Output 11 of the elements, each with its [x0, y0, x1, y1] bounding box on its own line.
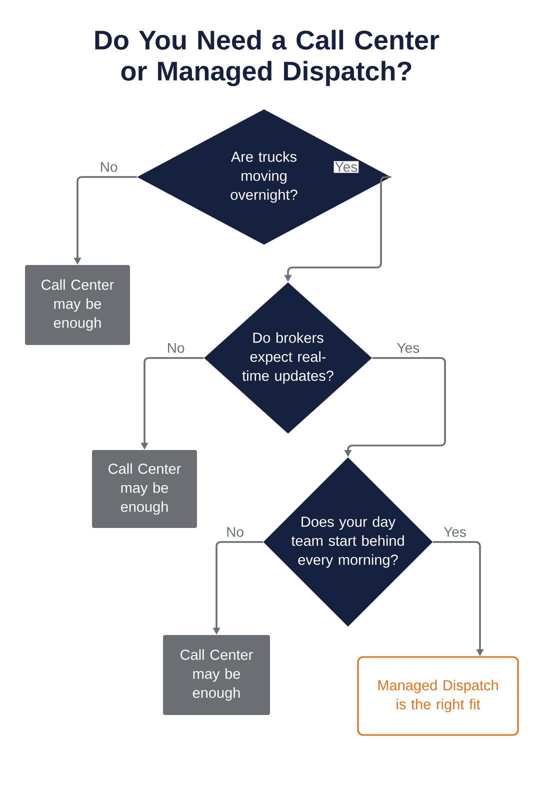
outcome-box: Call Center may be enough	[163, 635, 270, 715]
edge-label: Yes	[442, 526, 468, 538]
edge-label: No	[225, 526, 245, 538]
title: Do You Need a Call Center or Managed Dispatch?	[95, 30, 440, 86]
result-box: Managed Dispatch is the right fit	[357, 656, 519, 736]
edge-label: Yes	[334, 161, 359, 173]
edge-label: Yes	[396, 342, 421, 354]
edge-label: No	[98, 161, 119, 173]
edge-label: No	[166, 342, 186, 354]
outcome-box: Call Center may be enough	[25, 265, 130, 345]
outcome-box: Call Center may be enough	[92, 450, 197, 528]
